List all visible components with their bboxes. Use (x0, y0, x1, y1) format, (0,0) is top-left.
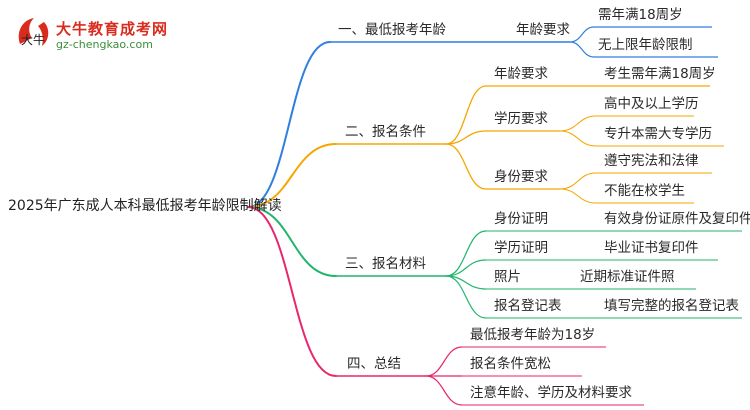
link-branch4-p3 (425, 375, 463, 406)
link-branch1-leaf1 (569, 26, 595, 43)
branch-2-label[interactable]: 二、报名条件 (345, 124, 426, 140)
branch-3-id-node[interactable]: 身份证明 (494, 211, 548, 227)
branch-1-leaf-no-max[interactable]: 无上限年龄限制 (598, 37, 693, 53)
logo-site-url: gz-chengkao.com (56, 38, 153, 51)
link-branch1-leaf2 (569, 41, 595, 58)
root-topic[interactable]: 2025年广东成人本科最低报考年龄限制解读 (8, 198, 282, 214)
link-branch3-form (445, 275, 487, 319)
link-branch2-id (445, 143, 487, 190)
link-branch2-id-leaf1 (559, 172, 597, 190)
link-branch3-id (445, 230, 487, 277)
branch-2-id-node[interactable]: 身份要求 (494, 169, 548, 185)
branch-1-age-node[interactable]: 年龄要求 (516, 22, 570, 38)
link-branch2-edu-leaf1 (559, 115, 597, 132)
logo-site-name: 大牛教育成考网 (56, 20, 169, 38)
branch-3-form-node[interactable]: 报名登记表 (494, 298, 562, 314)
branch-3-photo-node[interactable]: 照片 (494, 269, 521, 285)
branch-2-edu-leaf-upgrade[interactable]: 专升本需大专学历 (604, 126, 712, 142)
branch-2-edu-node[interactable]: 学历要求 (494, 111, 548, 127)
link-branch2-edu (445, 130, 487, 145)
branch-4-point-easy[interactable]: 报名条件宽松 (470, 356, 551, 372)
bull-logo-icon: 大牛 (18, 18, 49, 47)
link-branch2-id-leaf2 (559, 188, 597, 204)
link-root-branch1 (247, 41, 331, 208)
branch-1-leaf-min-age[interactable]: 需年满18周岁 (598, 7, 683, 23)
link-branch4-p1 (425, 346, 463, 377)
branch-1-label[interactable]: 一、最低报考年龄 (338, 22, 446, 38)
link-root-branch3 (247, 206, 337, 277)
branch-3-label[interactable]: 三、报名材料 (345, 256, 426, 272)
branch-3-id-leaf[interactable]: 有效身份证原件及复印件 (604, 211, 750, 227)
branch-2-age-node[interactable]: 年龄要求 (494, 66, 548, 82)
link-branch2-edu-leaf2 (559, 130, 597, 147)
branch-4-point-notice[interactable]: 注意年龄、学历及材料要求 (470, 385, 632, 401)
branch-2-edu-leaf-high[interactable]: 高中及以上学历 (604, 96, 699, 112)
branch-3-form-leaf[interactable]: 填写完整的报名登记表 (604, 298, 739, 314)
branch-2-id-leaf-law[interactable]: 遵守宪法和法律 (604, 153, 699, 169)
branch-4-point-min-age[interactable]: 最低报考年龄为18岁 (470, 327, 596, 343)
link-branch2-age (445, 85, 487, 145)
site-logo[interactable]: 大牛 大牛教育成考网 gz-chengkao.com (14, 14, 184, 58)
branch-2-age-leaf[interactable]: 考生需年满18周岁 (604, 66, 716, 82)
link-root-branch2 (247, 143, 337, 208)
branch-4-label[interactable]: 四、总结 (347, 356, 401, 372)
link-root-branch4 (247, 206, 337, 377)
branch-3-edu-node[interactable]: 学历证明 (494, 240, 548, 256)
branch-3-edu-leaf[interactable]: 毕业证书复印件 (604, 240, 699, 256)
link-branch3-edu (445, 259, 487, 277)
branch-2-id-leaf-student[interactable]: 不能在校学生 (604, 183, 685, 199)
logo-mark-text: 大牛 (21, 32, 45, 47)
branch-3-photo-leaf[interactable]: 近期标准证件照 (580, 269, 675, 285)
